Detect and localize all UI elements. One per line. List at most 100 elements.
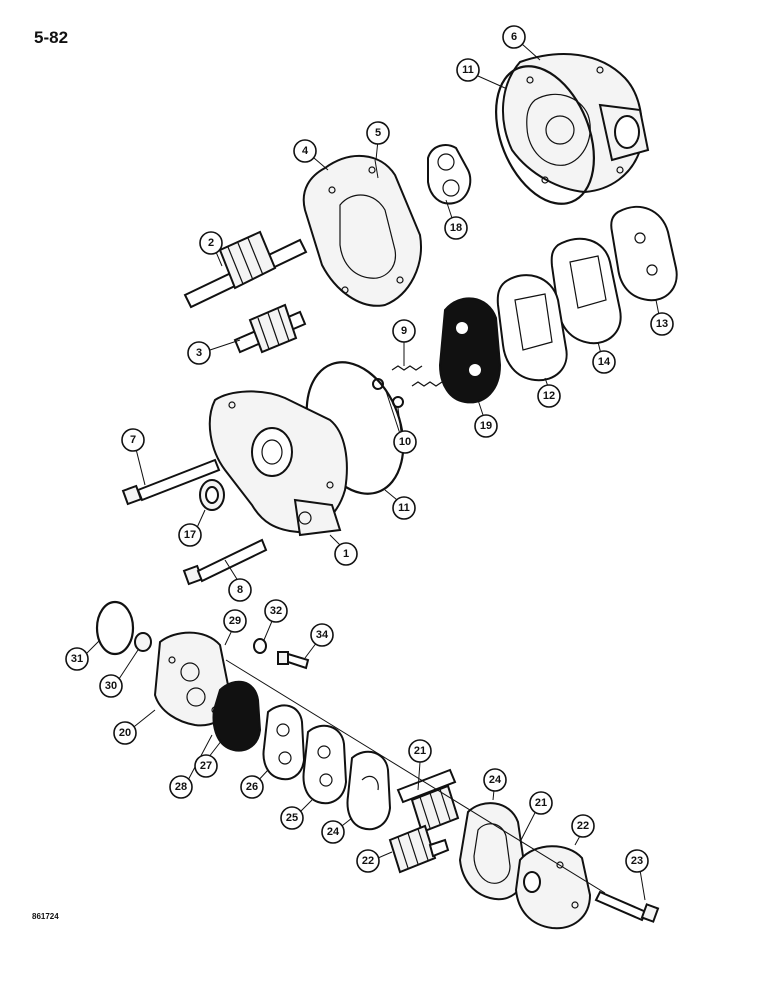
svg-text:7: 7 (130, 434, 136, 446)
callout-13: 13 (650, 312, 674, 336)
callout-17: 19 (474, 414, 498, 438)
svg-text:10: 10 (399, 436, 411, 448)
driven-gear-3 (233, 303, 307, 354)
svg-text:29: 29 (229, 615, 241, 627)
callout-4: 4 (293, 139, 317, 163)
callout-11-upper: 11 (456, 58, 480, 82)
gear-20 (388, 824, 450, 874)
svg-text:22: 22 (577, 820, 589, 832)
bolt-7 (121, 458, 221, 506)
callout-16: 18 (444, 216, 468, 240)
callout-7: 7 (121, 428, 145, 452)
svg-text:26: 26 (246, 781, 258, 793)
springs-9 (391, 365, 443, 387)
callout-26: 25 (280, 806, 304, 830)
callout-10: 10 (393, 430, 417, 454)
fitting-31 (134, 632, 152, 652)
callout-1: 1 (334, 542, 358, 566)
front-housing-1 (208, 390, 348, 537)
plate-13 (610, 205, 678, 302)
callout-34: 34 (310, 623, 334, 647)
svg-text:12: 12 (543, 390, 555, 402)
svg-text:28: 28 (175, 781, 187, 793)
callout-27: 26 (240, 775, 264, 799)
svg-text:32: 32 (270, 605, 282, 617)
gear-body-24 (458, 802, 527, 901)
plate-25 (346, 750, 392, 831)
callout-24: 24 (483, 768, 507, 792)
callout-5: 5 (366, 121, 390, 145)
svg-text:27: 27 (200, 760, 212, 772)
svg-text:9: 9 (401, 325, 407, 337)
svg-text:21: 21 (414, 745, 426, 757)
cover-22 (514, 845, 592, 930)
svg-text:18: 18 (450, 222, 462, 234)
svg-text:25: 25 (286, 812, 298, 824)
svg-text:24: 24 (489, 774, 502, 786)
front-plate-4 (302, 155, 422, 307)
gear-shaft-19 (396, 768, 460, 834)
svg-text:31: 31 (71, 653, 83, 665)
callout-8: 8 (228, 578, 252, 602)
callout-28: 27 (194, 754, 218, 778)
callout-11-lower: 11 (392, 496, 416, 520)
gasket-12 (496, 274, 568, 382)
svg-text:11: 11 (398, 502, 410, 514)
cap-screw-34 (277, 651, 310, 670)
svg-text:5: 5 (375, 127, 381, 139)
washer-33 (253, 638, 267, 654)
svg-text:20: 20 (119, 727, 131, 739)
callout-32: 31 (65, 647, 89, 671)
o-ring-32 (95, 600, 135, 656)
svg-text:2: 2 (208, 237, 214, 249)
svg-text:13: 13 (656, 318, 668, 330)
callout-29: 28 (169, 775, 193, 799)
svg-text:6: 6 (511, 31, 517, 43)
seal-14 (550, 237, 622, 345)
callout-12: 12 (537, 384, 561, 408)
shaft-seal-15 (199, 479, 225, 511)
seal-28 (212, 680, 262, 752)
page-number: 5-82 (34, 28, 69, 47)
callout-2: 2 (199, 231, 223, 255)
bolt-23 (594, 890, 660, 923)
svg-text:34: 34 (316, 629, 329, 641)
plate-16 (427, 144, 472, 205)
callout-14: 14 (592, 350, 616, 374)
rear-housing-6 (502, 53, 650, 194)
svg-text:3: 3 (196, 347, 202, 359)
dowel-pin-5 (374, 159, 379, 179)
callout-19: 21 (408, 739, 432, 763)
svg-text:21: 21 (535, 797, 547, 809)
svg-text:23: 23 (631, 855, 643, 867)
callout-25: 24 (321, 820, 345, 844)
svg-text:14: 14 (598, 356, 611, 368)
thrust-plate-17 (438, 297, 502, 404)
callout-22: 22 (571, 814, 595, 838)
svg-text:1: 1 (343, 548, 349, 560)
gasket-27 (262, 704, 306, 781)
svg-text:8: 8 (237, 584, 243, 596)
callout-21: 21 (529, 791, 553, 815)
svg-text:30: 30 (105, 680, 117, 692)
callout-15: 17 (178, 523, 202, 547)
svg-text:19: 19 (480, 420, 492, 432)
callout-20: 22 (356, 849, 380, 873)
callout-6: 6 (502, 25, 526, 49)
callout-23: 23 (625, 849, 649, 873)
callout-3: 3 (187, 341, 211, 365)
svg-text:11: 11 (462, 64, 474, 76)
svg-text:4: 4 (302, 145, 309, 157)
svg-text:24: 24 (327, 826, 340, 838)
callout-18: 20 (113, 721, 137, 745)
seal-26 (302, 724, 348, 805)
o-ring-11-upper (494, 65, 596, 205)
bolt-8 (182, 538, 268, 586)
callout-33: 32 (264, 599, 288, 623)
callout-9: 9 (392, 319, 416, 343)
svg-text:17: 17 (184, 529, 196, 541)
callout-30: 29 (223, 609, 247, 633)
drive-gear-shaft-2 (183, 230, 308, 309)
svg-text:22: 22 (362, 855, 374, 867)
